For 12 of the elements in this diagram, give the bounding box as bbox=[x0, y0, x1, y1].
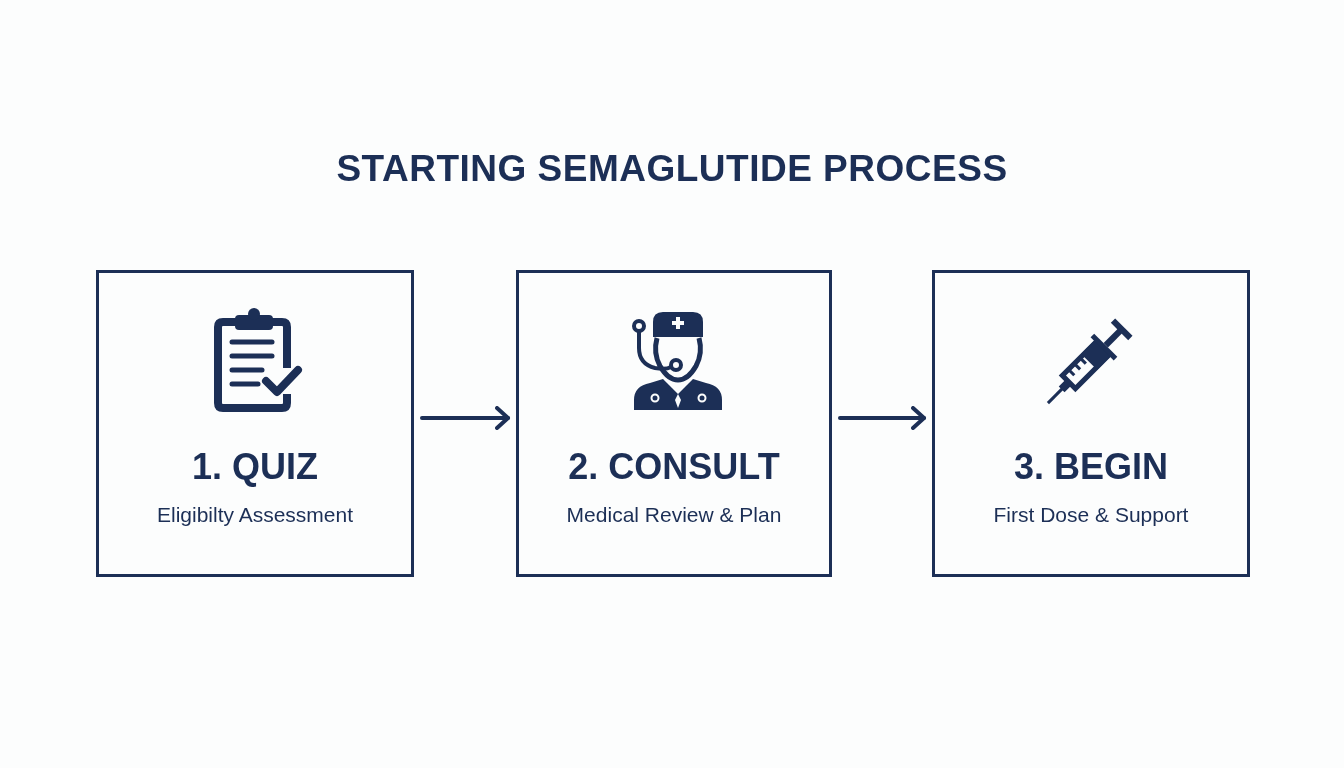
arrow bbox=[420, 406, 510, 430]
step-description: First Dose & Support bbox=[993, 502, 1189, 528]
step-title: 2. CONSULT bbox=[568, 446, 780, 488]
step-description: Medical Review & Plan bbox=[566, 502, 782, 528]
diagram-title: STARTING SEMAGLUTIDE PROCESS bbox=[336, 147, 1008, 191]
step-title: 1. QUIZ bbox=[192, 446, 318, 488]
step-box bbox=[516, 270, 832, 577]
step-box bbox=[96, 270, 414, 577]
step-box bbox=[932, 270, 1250, 577]
arrow bbox=[838, 406, 926, 430]
step-title: 3. BEGIN bbox=[1014, 446, 1168, 488]
step-description: Eligibilty Assessment bbox=[156, 502, 354, 528]
